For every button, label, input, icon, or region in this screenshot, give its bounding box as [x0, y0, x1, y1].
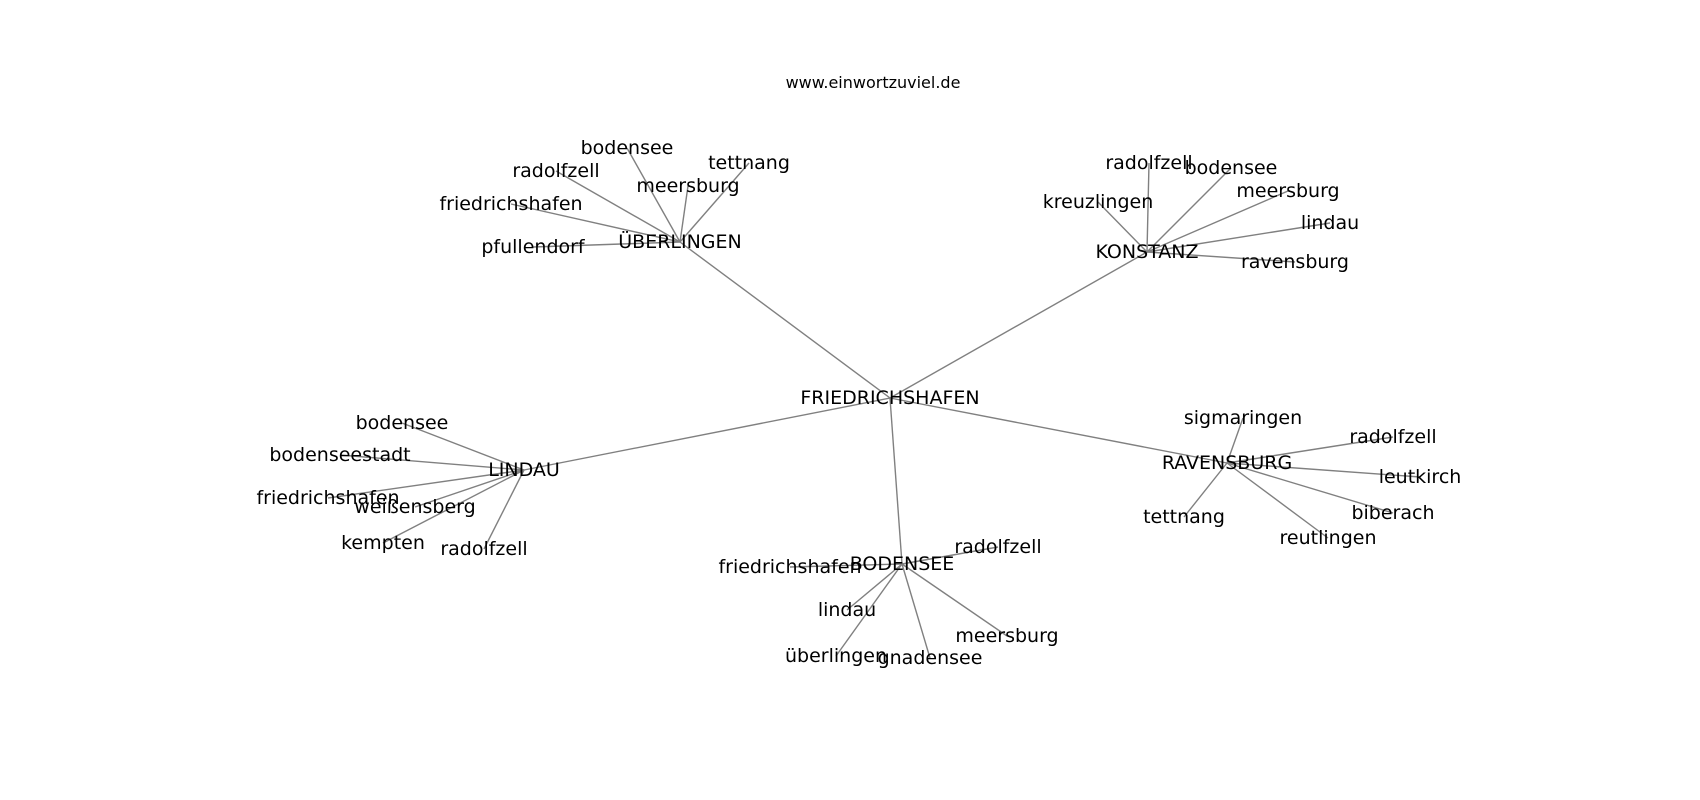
edge-ravensburg-5	[1226, 462, 1329, 539]
edge-lindau-0	[401, 422, 525, 471]
edge-root-ravensburg	[889, 397, 1228, 464]
hub-node-lindau: LINDAU	[488, 459, 560, 481]
leaf-node-bodensee-2: lindau	[818, 599, 876, 621]
leaf-node-lindau-5: radolfzell	[440, 538, 527, 560]
leaf-node-bodensee-0: radolfzell	[954, 536, 1041, 558]
leaf-node-ravensburg-1: radolfzell	[1349, 426, 1436, 448]
edge-uberlingen-1	[555, 170, 681, 243]
edge-konstanz-3	[1146, 190, 1289, 253]
edge-bodensee-0	[901, 546, 999, 565]
edge-konstanz-1	[1146, 167, 1232, 253]
labels-layer: FRIEDRICHSHAFENÜBERLINGENbodenseeradolfz…	[256, 137, 1461, 669]
edge-ravensburg-0	[1226, 417, 1244, 464]
edge-konstanz-4	[1146, 222, 1331, 253]
hub-node-uberlingen: ÜBERLINGEN	[618, 230, 742, 253]
leaf-node-lindau-1: bodenseestadt	[269, 444, 410, 466]
edge-uberlingen-3	[679, 185, 689, 243]
edge-lindau-2	[327, 469, 525, 499]
edge-ravensburg-3	[1183, 462, 1228, 518]
leaf-node-uberlingen-1: radolfzell	[512, 160, 599, 182]
edge-root-konstanz	[889, 251, 1148, 399]
edge-root-uberlingen	[679, 241, 891, 399]
leaf-node-bodensee-5: gnadensee	[878, 647, 983, 669]
edge-root-lindau	[523, 397, 891, 471]
edge-lindau-1	[339, 454, 525, 471]
leaf-node-ravensburg-0: sigmaringen	[1184, 407, 1302, 429]
leaf-node-ravensburg-4: biberach	[1351, 502, 1434, 524]
edge-bodensee-3	[901, 563, 1008, 637]
edge-lindau-5	[483, 469, 525, 550]
edge-konstanz-5	[1146, 251, 1296, 263]
edge-uberlingen-0	[626, 147, 681, 243]
edge-bodensee-4	[835, 563, 903, 657]
hub-node-konstanz: KONSTANZ	[1095, 241, 1198, 263]
leaf-node-uberlingen-4: friedrichshafen	[439, 193, 582, 215]
leaf-node-ravensburg-2: leutkirch	[1379, 466, 1462, 488]
leaf-node-uberlingen-0: bodensee	[581, 137, 674, 159]
leaf-node-konstanz-3: meersburg	[1236, 180, 1339, 202]
leaf-node-uberlingen-2: tettnang	[708, 152, 790, 174]
leaf-node-konstanz-2: kreuzlingen	[1043, 191, 1154, 213]
edge-lindau-3	[414, 469, 525, 508]
leaf-node-bodensee-4: überlingen	[785, 645, 887, 667]
leaf-node-konstanz-1: bodensee	[1185, 157, 1278, 179]
leaf-node-konstanz-0: radolfzell	[1105, 152, 1192, 174]
leaf-node-ravensburg-3: tettnang	[1143, 506, 1225, 528]
edge-bodensee-2	[846, 563, 903, 611]
edge-uberlingen-5	[532, 241, 681, 248]
leaf-node-uberlingen-3: meersburg	[636, 175, 739, 197]
edge-lindau-4	[382, 469, 525, 544]
leaf-node-lindau-4: kempten	[341, 532, 425, 554]
edge-ravensburg-4	[1226, 462, 1394, 514]
edge-uberlingen-4	[510, 203, 681, 243]
edge-ravensburg-1	[1226, 436, 1394, 464]
edge-ravensburg-2	[1226, 462, 1421, 478]
leaf-node-ravensburg-5: reutlingen	[1280, 527, 1377, 549]
edge-root-bodensee	[889, 397, 903, 565]
edges-layer	[327, 147, 1421, 659]
leaf-node-konstanz-4: lindau	[1301, 212, 1359, 234]
leaf-node-bodensee-3: meersburg	[955, 625, 1058, 647]
edge-uberlingen-2	[679, 162, 750, 243]
leaf-node-lindau-2: friedrichshafen	[256, 487, 399, 509]
edge-konstanz-2	[1097, 201, 1148, 253]
hub-node-ravensburg: RAVENSBURG	[1162, 452, 1292, 474]
leaf-node-lindau-0: bodensee	[356, 412, 449, 434]
leaf-node-lindau-3: weißensberg	[354, 496, 475, 518]
edge-bodensee-5	[901, 563, 931, 659]
edge-konstanz-0	[1146, 162, 1150, 253]
leaf-node-bodensee-1: friedrichshafen	[718, 556, 861, 578]
leaf-node-konstanz-5: ravensburg	[1241, 251, 1349, 273]
leaf-node-uberlingen-5: pfullendorf	[481, 236, 586, 258]
edge-bodensee-1	[789, 563, 903, 568]
hub-node-bodensee: BODENSEE	[850, 553, 955, 575]
site-url: www.einwortzuviel.de	[786, 73, 961, 92]
root-node-label: FRIEDRICHSHAFEN	[800, 387, 979, 409]
